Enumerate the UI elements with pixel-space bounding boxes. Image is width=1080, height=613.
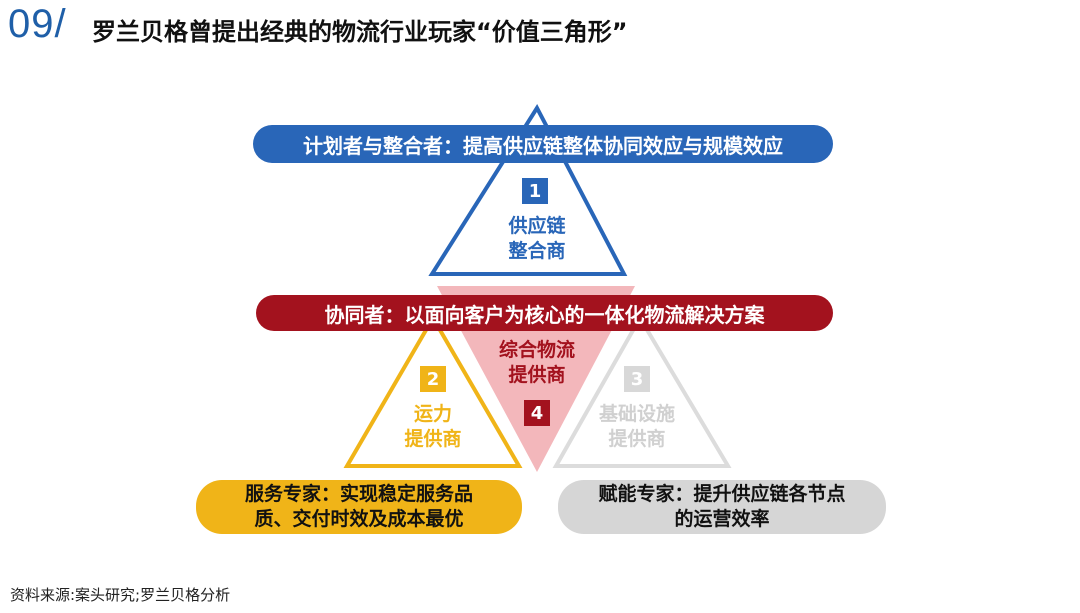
enabling-expert-line2: 的运营效率 [674, 508, 770, 530]
section-number: 09/ [8, 2, 67, 46]
node-3-label: 基础设施 提供商 [577, 402, 697, 452]
node-3-line2: 提供商 [608, 428, 666, 450]
triangle-supply-chain-integrator [428, 104, 628, 276]
enabling-expert-box: 赋能专家：提升供应链各节点 的运营效率 [558, 480, 886, 534]
node-4-line2: 提供商 [508, 364, 566, 386]
triangle-capacity-provider [343, 314, 523, 468]
node-1-badge: 1 [522, 178, 548, 204]
node-4-badge: 4 [524, 400, 550, 426]
node-2-line1: 运力 [413, 403, 452, 425]
page-title: 罗兰贝格曾提出经典的物流行业玩家“价值三角形” [92, 18, 628, 46]
node-2-line2: 提供商 [404, 428, 462, 450]
service-expert-line2: 质、交付时效及成本最优 [254, 508, 464, 530]
node-3-line1: 基础设施 [598, 403, 675, 425]
node-2-label: 运力 提供商 [383, 402, 483, 452]
node-2-badge: 2 [420, 366, 446, 392]
collaborator-band: 协同者：以面向客户为核心的一体化物流解决方案 [256, 295, 833, 331]
node-3-badge: 3 [624, 366, 650, 392]
node-4-line1: 综合物流 [498, 339, 575, 361]
triangle-integrated-logistics-provider [437, 286, 635, 472]
source-note: 资料来源:案头研究;罗兰贝格分析 [10, 586, 231, 604]
enabling-expert-line1: 赋能专家：提升供应链各节点 [598, 483, 846, 505]
node-4-label: 综合物流 提供商 [477, 338, 597, 388]
service-expert-box: 服务专家：实现稳定服务品 质、交付时效及成本最优 [196, 480, 522, 534]
service-expert-line1: 服务专家：实现稳定服务品 [244, 483, 473, 505]
triangle-infrastructure-provider [552, 314, 732, 468]
node-1-label: 供应链 整合商 [487, 214, 587, 264]
node-1-line2: 整合商 [508, 240, 566, 262]
planner-integrator-band: 计划者与整合者：提高供应链整体协同效应与规模效应 [253, 125, 833, 163]
node-1-line1: 供应链 [508, 215, 566, 237]
